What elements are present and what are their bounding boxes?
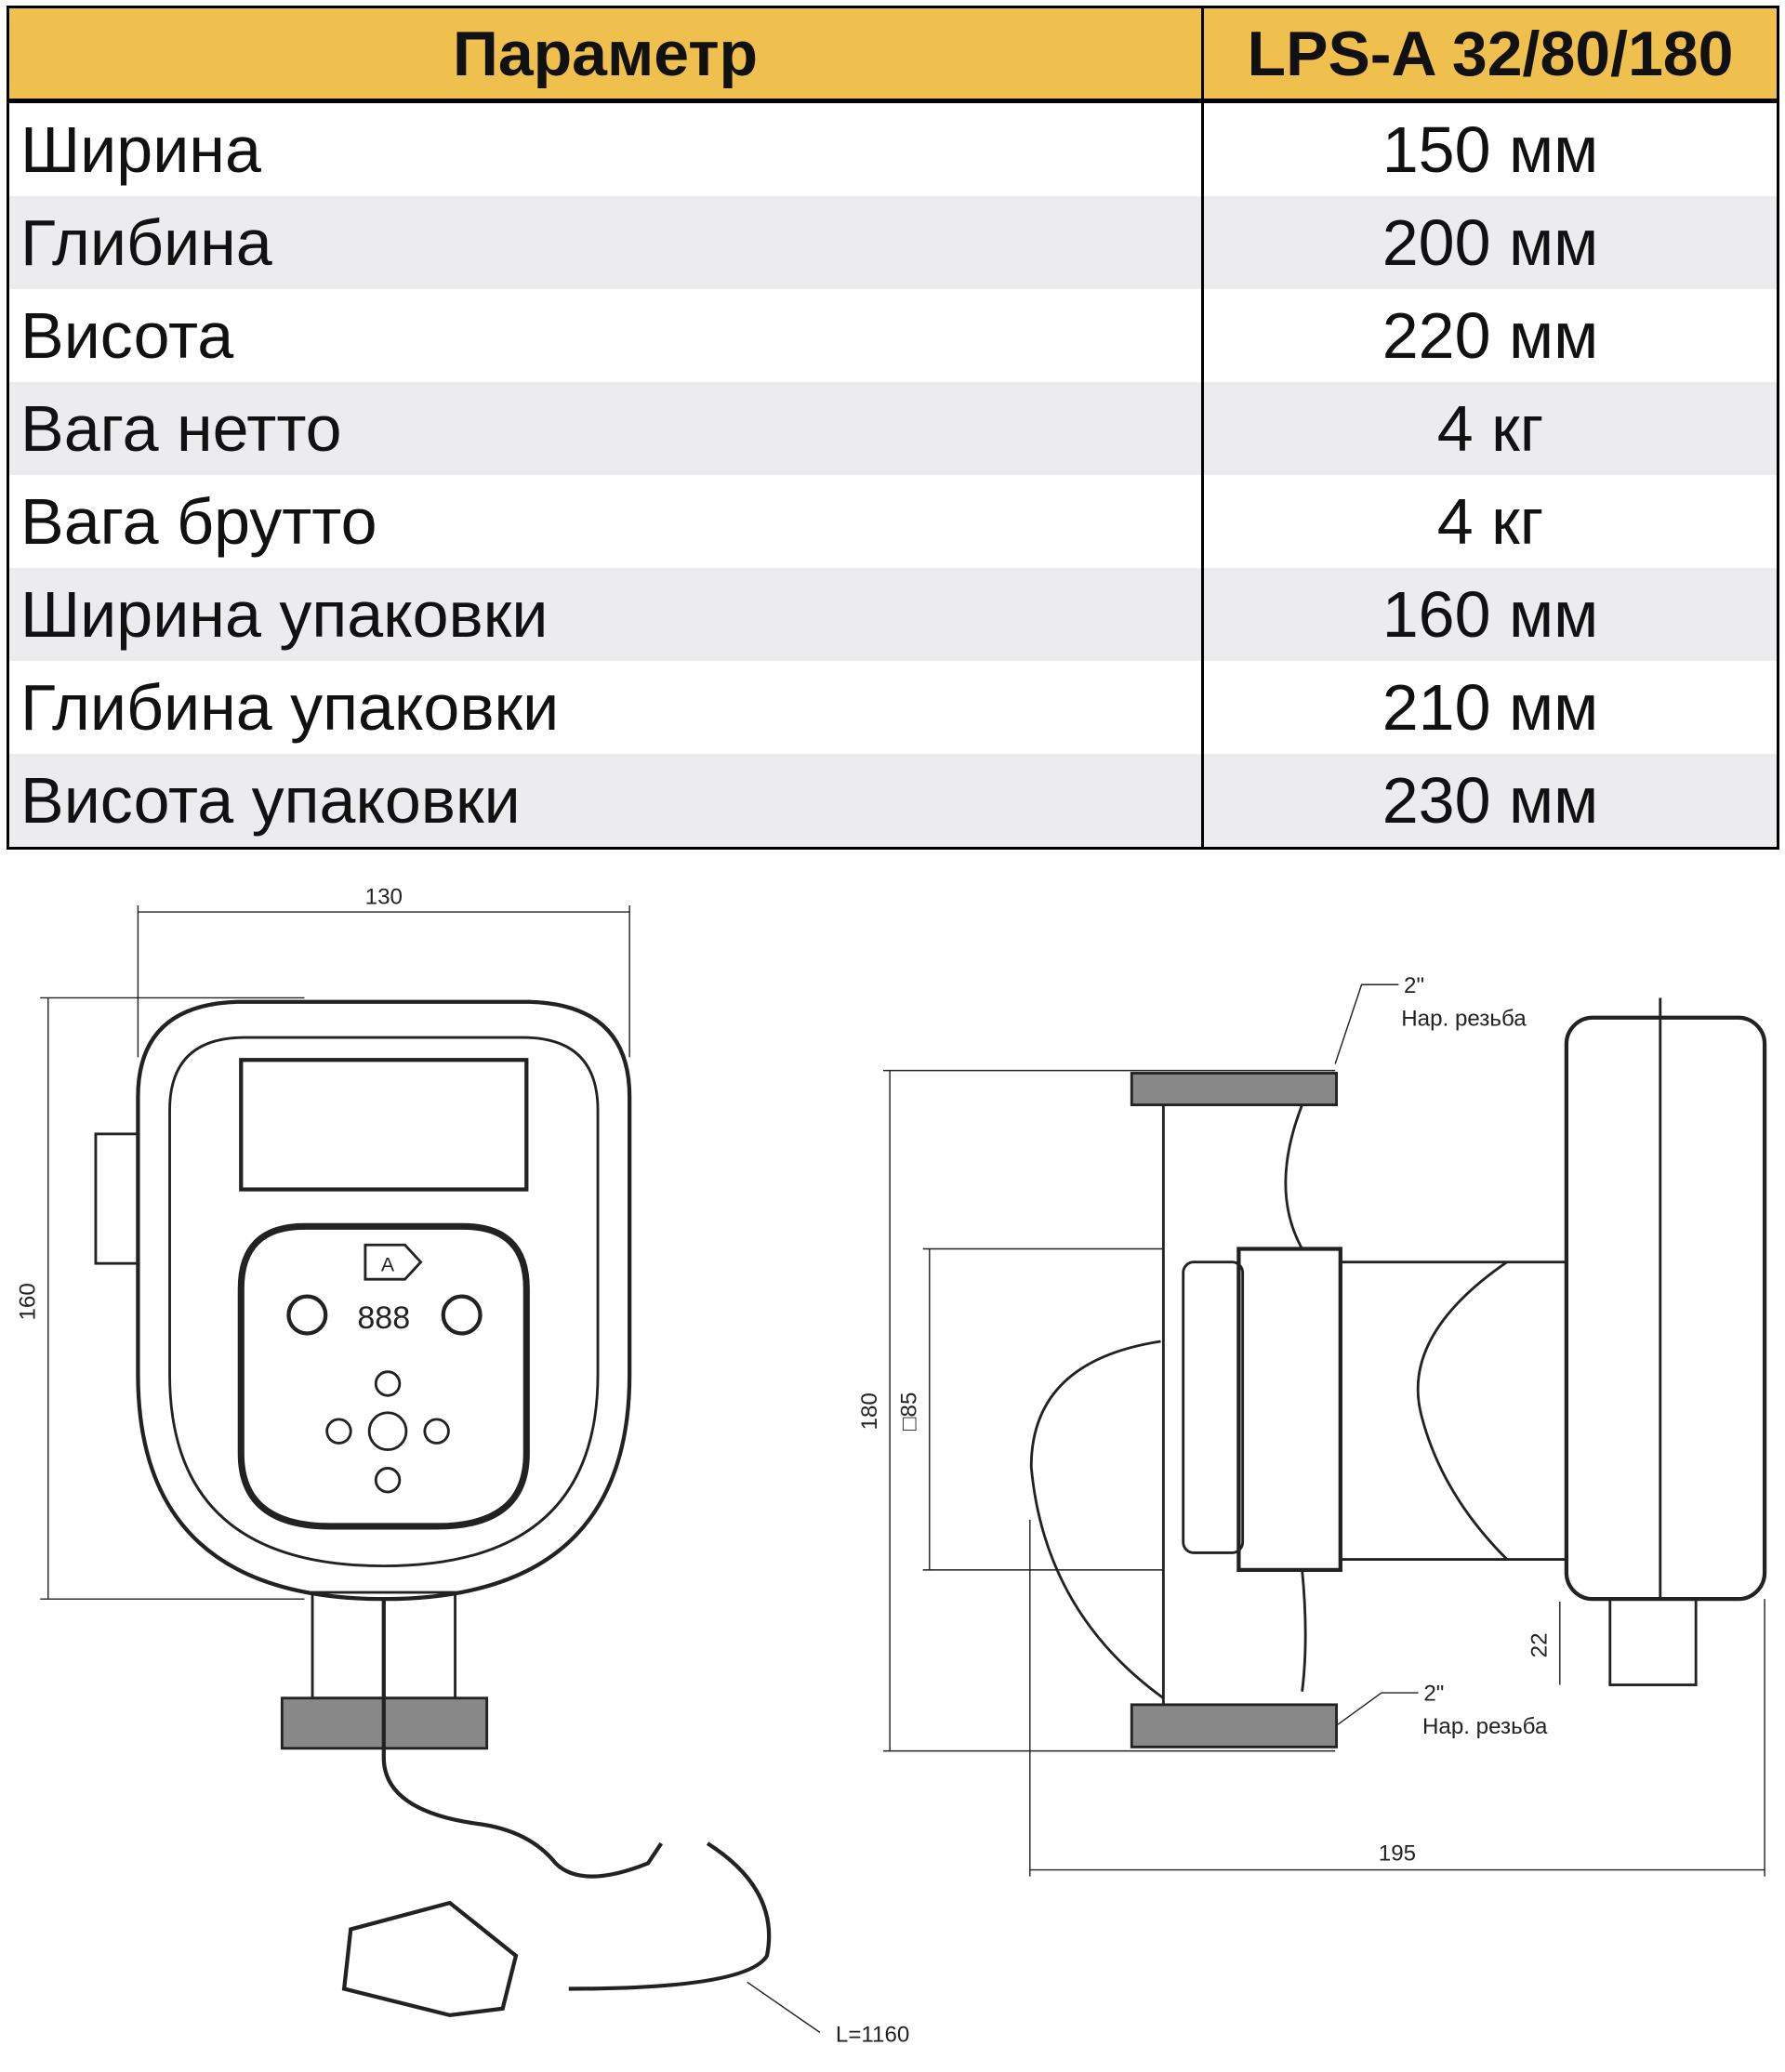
- thread-bottom-label: Нар. резьба: [1422, 1714, 1548, 1739]
- spec-table: Параметр LPS-A 32/80/180 Ширина 150 мм Гли…: [7, 6, 1779, 850]
- side-view: 180 □85 22 195 2" Нар. резьба 2" Нар. ре…: [857, 973, 1767, 1877]
- thread-top-size: 2": [1404, 973, 1424, 998]
- param-cell: Глибина: [7, 196, 1204, 289]
- header-model: LPS-A 32/80/180: [1202, 7, 1778, 103]
- param-cell: Висота: [7, 289, 1204, 382]
- front-view: 130 160 A 888 L=1160: [16, 885, 910, 2048]
- pump-drawing: 130 160 A 888 L=1160 180 □85: [16, 885, 1767, 2048]
- param-cell: Ширина: [7, 100, 1204, 196]
- value-cell: 210 мм: [1382, 671, 1599, 744]
- table-header-row: Параметр LPS-A 32/80/180: [7, 7, 1778, 103]
- front-width-dim: 130: [365, 885, 403, 910]
- cable-length: L=1160: [836, 2022, 910, 2047]
- param-cell: Вага брутто: [7, 475, 1204, 568]
- side-height-dim: 180: [857, 1392, 882, 1430]
- param-cell: Ширина упаковки: [7, 568, 1204, 661]
- value-cell: 4 кг: [1202, 382, 1778, 475]
- param-cell: Висота упаковки: [7, 754, 1204, 849]
- display-label: A: [381, 1254, 395, 1276]
- value-cell: 150 мм: [1382, 113, 1599, 186]
- value-cell: 220 мм: [1382, 299, 1599, 372]
- thread-bottom-size: 2": [1423, 1682, 1444, 1707]
- front-height-dim: 160: [16, 1283, 41, 1320]
- thread-top-label: Нар. резьба: [1401, 1006, 1527, 1031]
- param-cell: Глибина упаковки: [7, 661, 1204, 754]
- flange-dim: □85: [897, 1392, 922, 1431]
- header-parameter: Параметр: [7, 7, 1204, 103]
- table-row: Висота 220 мм: [7, 289, 1778, 382]
- table-row: Глибина упаковки 210 мм: [7, 661, 1778, 754]
- value-cell: 200 мм: [1202, 196, 1778, 289]
- table-row: Ширина 150 мм: [7, 100, 1778, 196]
- foot-dim: 22: [1527, 1632, 1553, 1657]
- svg-text:888: 888: [357, 1300, 410, 1336]
- table-row: Вага брутто 4 кг: [7, 475, 1778, 568]
- value-cell: 230 мм: [1202, 754, 1778, 849]
- value-cell: 4 кг: [1436, 485, 1544, 558]
- side-length-dim: 195: [1379, 1841, 1416, 1867]
- param-cell: Вага нетто: [7, 382, 1204, 475]
- value-cell: 160 мм: [1202, 568, 1778, 661]
